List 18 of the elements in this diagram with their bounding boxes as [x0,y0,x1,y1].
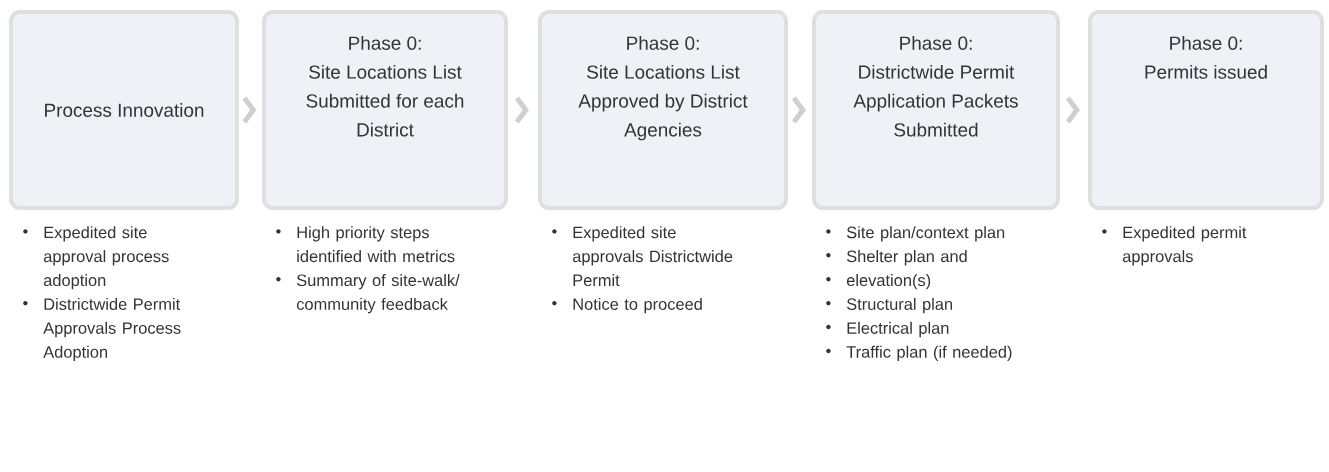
bullet-item: Districtwide Permit Approvals Process Adoption [23,297,181,362]
bullet-item: Notice to proceed [552,297,702,314]
bullet-item: Summary of site-walk/ community feedback [276,274,460,314]
process-box: Phase 0: Permits issued [1088,10,1324,210]
bullet-item: Electrical plan [826,321,949,338]
bullet-item: Structural plan [826,297,953,314]
bullet-item: High priority steps identified with metrics [276,226,455,263]
bullet-item: Expedited site approvals Districtwide Permit [552,226,733,287]
process-box: Phase 0: Districtwide Permit Application Packets Submitted [812,10,1060,210]
process-box: Process Innovation [9,10,239,210]
bullet-item: Site plan/context plan [826,226,1005,242]
bullet-item: Traffic plan (if needed) [826,345,1012,362]
bullet-item: Shelter plan and [826,250,967,266]
process-box: Phase 0: Site Locations List Approved by District Agencies [538,10,788,210]
bullet-item: elevation(s) [826,274,931,290]
process-box: Phase 0: Site Locations List Submitted for each District [262,10,508,210]
bullet-item: Expedited site approval process adoption [23,226,169,290]
bullet-item: Expedited permit approvals [1102,226,1247,266]
